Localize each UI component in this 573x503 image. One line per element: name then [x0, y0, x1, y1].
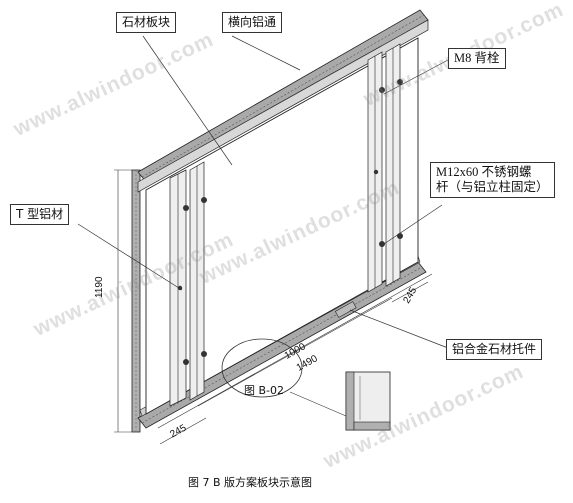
left-column	[131, 169, 141, 433]
label-stainless-bolt: M12x60 不锈钢螺 杆（与铝立柱固定）	[430, 162, 555, 198]
callout-leaders	[77, 35, 449, 349]
label-t-profile: T 型铝材	[10, 204, 70, 225]
label-stainless-bolt-line1: M12x60 不锈钢螺	[436, 165, 532, 179]
label-bracket: 铝合金石材托件	[446, 339, 543, 360]
top-horizontal-aluminum	[137, 9, 429, 193]
label-stone-panel: 石材板块	[116, 12, 177, 33]
detail-label: 图 B-02	[244, 384, 285, 397]
detail-circle	[221, 338, 303, 398]
anchor-bolts	[177, 79, 403, 365]
dim-height: 1190	[94, 276, 105, 298]
detail-leader	[289, 391, 347, 417]
stone-panel	[145, 37, 419, 415]
label-m8-anchor: M8 背栓	[448, 48, 506, 69]
label-stainless-bolt-line2: 杆（与铝立柱固定）	[436, 180, 549, 194]
label-horizontal-aluminum: 横向铝通	[222, 12, 283, 33]
figure-caption: 图 7 B 版方案板块示意图	[188, 476, 313, 489]
detail-inset	[345, 371, 391, 431]
stone-bracket	[334, 301, 357, 318]
